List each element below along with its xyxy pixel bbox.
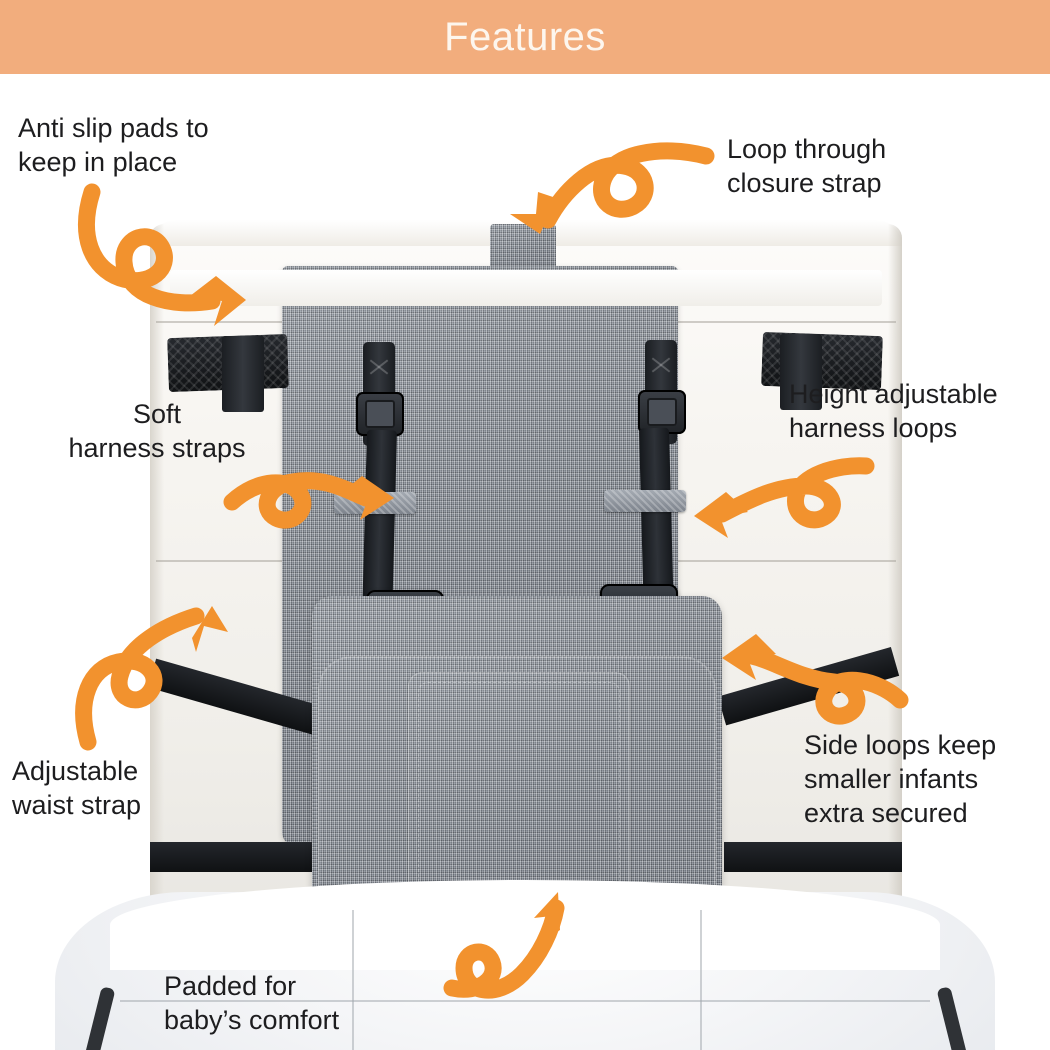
harness-loop-left [334, 492, 416, 514]
callout-label-soft-harness-straps: Soft harness straps [68, 399, 246, 463]
chair-seat-seam-right [700, 910, 702, 1050]
page-title: Features [444, 15, 606, 59]
chair-seat-front-curve [110, 880, 940, 970]
chair-backrest-edge-right [888, 224, 902, 916]
height-adjust-slider-right [638, 390, 686, 434]
chair-seat-seam-horizontal [120, 1000, 930, 1002]
chair-top-trim [170, 270, 882, 306]
callout-label-padded-comfort: Padded for baby’s comfort [164, 971, 340, 1035]
chair-top-trim-cutout [492, 270, 554, 306]
waist-strap-lower-left [150, 842, 326, 872]
product-photo [0, 74, 1050, 1050]
waist-strap-lower-right [724, 842, 902, 872]
stitch-x-right [650, 354, 672, 376]
anti-slip-pad-elastic-right [780, 334, 822, 410]
anti-slip-pad-elastic-left [222, 336, 264, 412]
stitch-x-left [368, 356, 390, 378]
chair-backrest-edge-left [150, 224, 164, 916]
height-adjust-slider-left [356, 392, 404, 436]
callout-label-anti-slip-pads: Anti slip pads to keep in place [18, 113, 209, 177]
page-header: Features [0, 0, 1050, 74]
callout-label-height-adjustable-loops: Height adjustable harness loops [789, 379, 998, 443]
chair-seat-seam-left [352, 910, 354, 1050]
harness-loop-right [604, 490, 686, 512]
callout-label-adjustable-waist-strap: Adjustable waist strap [12, 756, 142, 820]
callout-label-side-loops: Side loops keep smaller infants extra se… [804, 730, 997, 828]
callout-label-loop-closure-strap: Loop through closure strap [727, 134, 887, 198]
